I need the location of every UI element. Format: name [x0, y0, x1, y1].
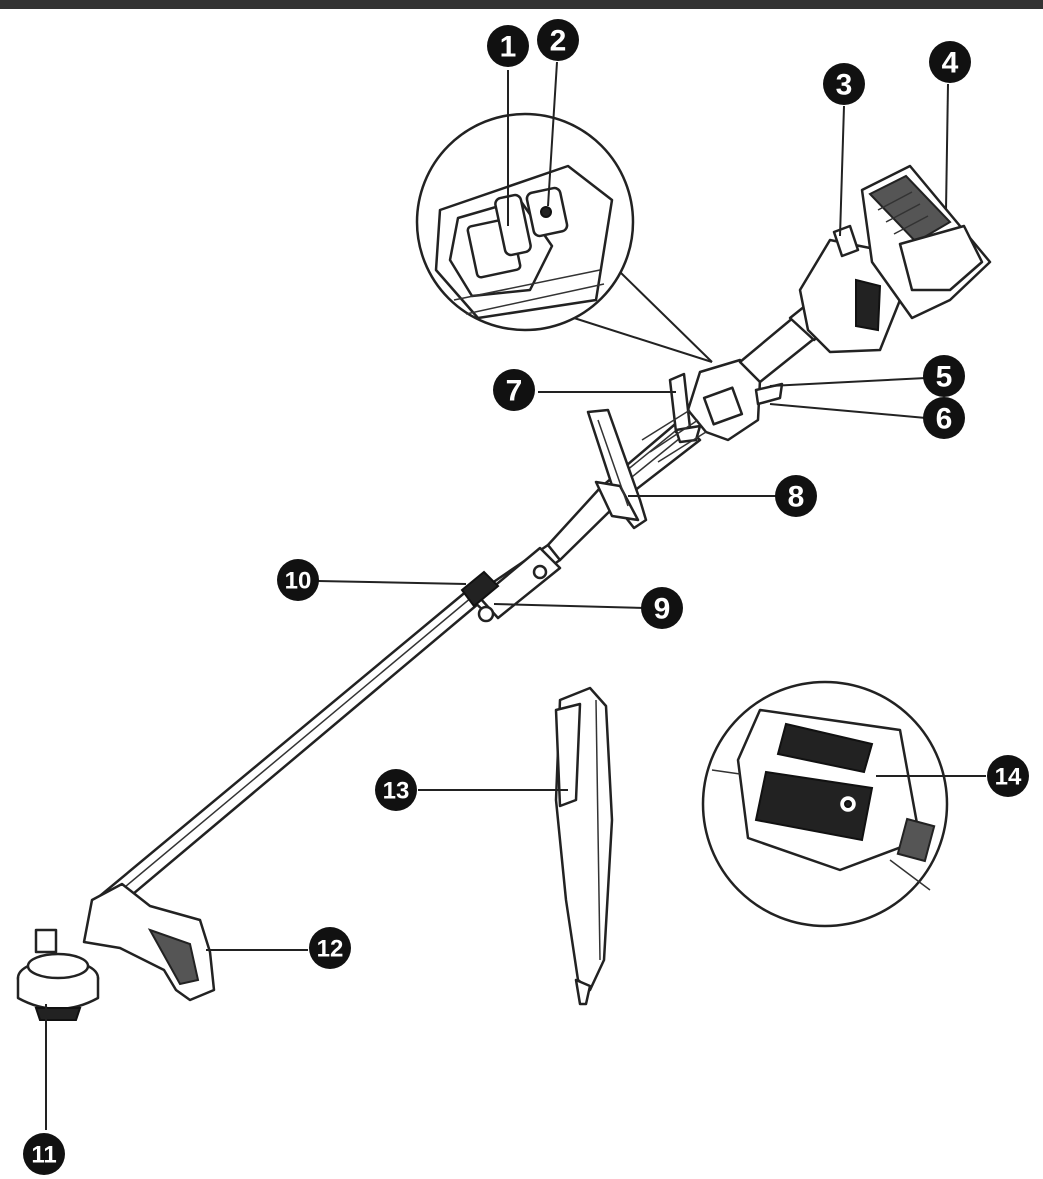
- callout-4: 4: [929, 41, 971, 83]
- main-handle: [641, 358, 784, 463]
- callout-badge: [823, 63, 865, 105]
- callout-12: 12: [309, 927, 351, 969]
- callout-8: 8: [775, 475, 817, 517]
- shaft-coupler: [460, 546, 562, 623]
- trimmer-head: [16, 882, 216, 1021]
- switch-detail-inset: [415, 112, 713, 363]
- callout-badge: [929, 41, 971, 83]
- callout-5: 5: [923, 355, 965, 397]
- callout-badge: [277, 559, 319, 601]
- callout-2: 2: [537, 19, 579, 61]
- callout-13: 13: [375, 769, 417, 811]
- callout-badge: [641, 587, 683, 629]
- callout-label: 13: [383, 778, 410, 805]
- callout-badge: [987, 755, 1029, 797]
- callout-14: 14: [987, 755, 1029, 797]
- callout-label: 6: [936, 403, 953, 436]
- callout-label: 8: [788, 481, 805, 514]
- callout-badge: [309, 927, 351, 969]
- callout-label: 5: [936, 361, 953, 394]
- callout-label: 12: [317, 936, 344, 963]
- shoulder-strap: [554, 686, 614, 1006]
- callout-7: 7: [493, 369, 535, 411]
- top-rule: [0, 0, 1043, 9]
- callout-badge: [775, 475, 817, 517]
- callout-label: 11: [31, 1142, 56, 1169]
- callout-label: 1: [500, 31, 517, 64]
- callout-badge: [923, 397, 965, 439]
- callout-10: 10: [277, 559, 319, 601]
- callout-badge: [923, 355, 965, 397]
- callout-1: 1: [487, 25, 529, 67]
- callout-badge: [375, 769, 417, 811]
- callout-badge: [487, 25, 529, 67]
- callout-3: 3: [823, 63, 865, 105]
- callout-6: 6: [923, 397, 965, 439]
- callout-label: 3: [836, 69, 853, 102]
- callout-badge: [537, 19, 579, 61]
- callout-label: 7: [506, 375, 523, 408]
- battery-port-detail-inset: [701, 680, 949, 928]
- callout-label: 14: [995, 764, 1022, 791]
- callout-badge: [493, 369, 535, 411]
- callout-badge: [23, 1133, 65, 1175]
- callout-9: 9: [641, 587, 683, 629]
- assist-handle: [586, 408, 648, 530]
- battery-pack: [860, 164, 992, 320]
- callout-label: 10: [285, 568, 312, 595]
- leader-lines: [45, 61, 986, 1130]
- callout-label: 9: [654, 593, 671, 626]
- callout-11: 11: [23, 1133, 65, 1175]
- lower-shaft: [93, 588, 480, 917]
- callout-label: 2: [550, 25, 567, 58]
- callout-label: 4: [942, 47, 959, 80]
